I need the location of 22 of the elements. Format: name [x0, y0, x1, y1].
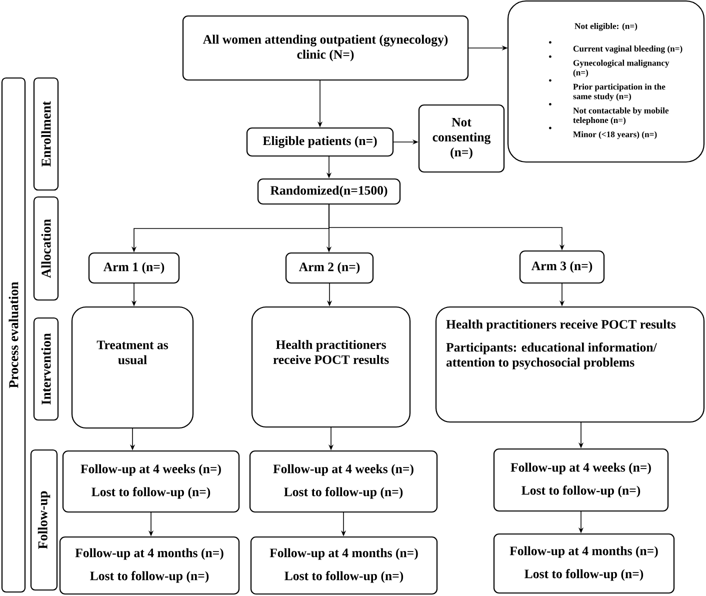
process-box: Eligible patients (n=)	[246, 127, 394, 157]
process-box: Follow-up at 4 months (n=) Lost to follow-up (n=)	[59, 536, 240, 595]
stage-label: Allocation	[33, 196, 59, 301]
process-box: Arm 3 (n=)	[519, 250, 605, 284]
process-box: All women attending outpatient (gynecology) clinic (N=)	[182, 15, 469, 81]
process-box: Follow-up at 4 weeks (n=) Lost to follow-up (n=)	[62, 450, 240, 513]
process-box: Follow-up at 4 months (n=) Lost to follow-up (n=)	[493, 533, 675, 594]
process-box: Health practitioners receive POCT results Participants: educational information/ attention to psychosocial problems	[435, 306, 705, 423]
process-box: Randomized(n=1500)	[257, 178, 401, 205]
stage-label: Enrollment	[33, 77, 59, 191]
exclusion-box: Not eligible: (n=) Current vaginal bleeding (n=) Gynecological malignancy (n=) Prior participation in the same study (n=) Not contactable by mobile telephone (n=) Minor (<18 years) (n=)	[507, 0, 705, 163]
process-box: Follow-up at 4 months (n=) Lost to follow-up (n=)	[250, 536, 438, 595]
process-box: Follow-up at 4 weeks (n=) Lost to follow-up (n=)	[249, 450, 438, 513]
process-box: Arm 2 (n=)	[285, 252, 374, 284]
process-box: Arm 1 (n=)	[88, 252, 180, 284]
process-box: Health practitioners receive POCT results	[251, 306, 411, 428]
process-box: Not consenting (n=)	[418, 104, 505, 173]
process-box: Treatment as usual	[71, 306, 194, 429]
stage-label: Follow-up	[30, 449, 58, 591]
stage-label: Intervention	[33, 317, 59, 421]
stage-label: Process evaluation	[1, 77, 26, 593]
process-box: Follow-up at 4 weeks (n=) Lost to follow-up (n=)	[493, 448, 669, 512]
